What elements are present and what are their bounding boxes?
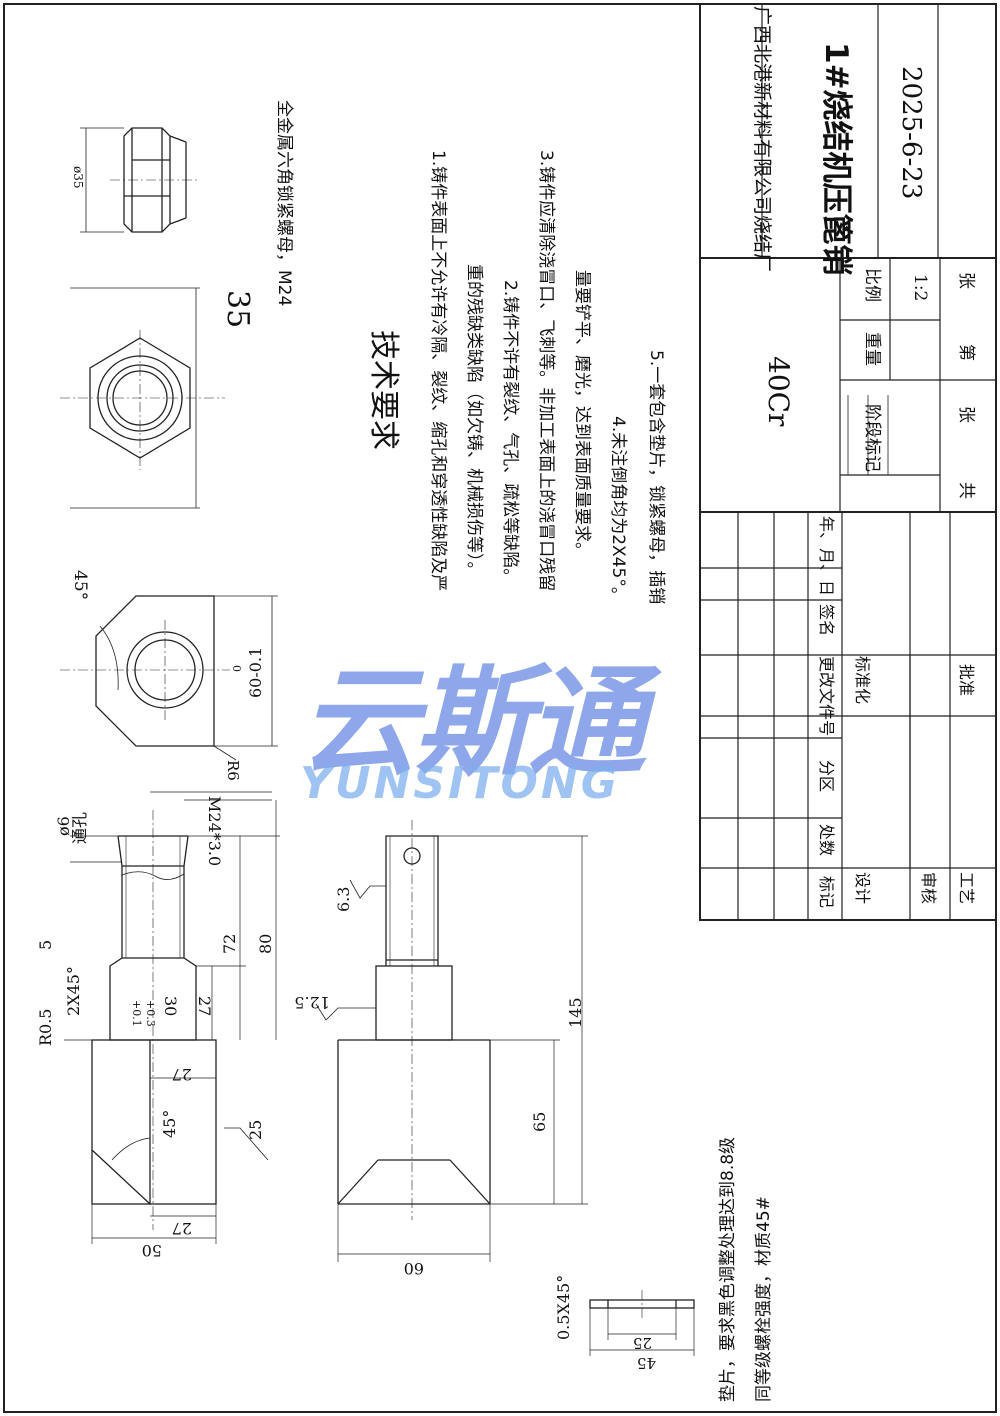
- dim-5: 5: [36, 939, 55, 950]
- nut-note: 全金属六角锁紧螺母，M24: [274, 100, 294, 307]
- dim-nut-af: 35: [220, 290, 255, 329]
- rev-col-zone: 分区: [817, 760, 836, 793]
- dim-width-60: 60-0.1: [246, 646, 265, 698]
- scale-value: 1:2: [910, 274, 930, 302]
- tech-req-line-2: 重的残缺类缺陷（如欠铸、机械损伤等）。: [464, 264, 484, 579]
- tech-req-line-7: 5.一套包含垫片，锁紧螺母，插销: [646, 350, 666, 605]
- scale-label: 比例: [862, 268, 882, 302]
- dim-r05: R0.5: [36, 1008, 55, 1047]
- rough-25: 25: [246, 1119, 265, 1140]
- tech-req-line-5: 量要铲平、磨光，达到表面质量要求。: [572, 270, 592, 559]
- dim-80: 80: [256, 933, 275, 954]
- nut-side-view: [80, 127, 200, 233]
- weight-label: 重量: [862, 332, 882, 366]
- page-label: 第: [956, 344, 976, 361]
- dim-30-tol-up: +0.3: [144, 1000, 157, 1027]
- dim-145: 145: [566, 997, 585, 1028]
- dim-width-60-tol: 0: [231, 665, 244, 672]
- tech-req-title: 技术要求: [366, 330, 401, 450]
- dim-angle-45-side: 45°: [160, 1109, 179, 1138]
- washer-view: [589, 1290, 695, 1356]
- approve-label: 批准: [957, 664, 976, 697]
- process-label: 工艺: [957, 872, 976, 905]
- head-end-view: [60, 595, 278, 761]
- rev-col-mark: 标记: [817, 876, 836, 909]
- dim-27a: 27: [195, 996, 214, 1017]
- tech-req-line-6: 4.未注倒角均为2X45°。: [608, 416, 628, 604]
- washer-note-2: 同等级螺栓强度，材质45#: [754, 1196, 774, 1402]
- page-sheet-label: 张: [956, 272, 976, 289]
- dim-hole-note: 通孔: [70, 811, 89, 844]
- dim-27c: 27: [171, 1219, 192, 1238]
- pin-front-view: [315, 820, 588, 1262]
- part-name: 1#烧结机压篦销: [818, 42, 854, 276]
- dim-60: 60: [403, 1259, 424, 1278]
- stage-label: 阶段标记: [862, 404, 882, 472]
- washer-note-1: 垫片，要求黑色调整处理达到8.8级: [718, 1136, 738, 1402]
- rev-col-docno: 更改文件号: [817, 656, 836, 737]
- dim-30-tol-dn: +0.1: [130, 1000, 143, 1027]
- drawing-date: 2025-6-23: [896, 66, 926, 200]
- dim-72: 72: [220, 933, 239, 954]
- nut-front-view: [60, 287, 225, 509]
- rev-col-date: 年、月、日: [817, 516, 836, 597]
- dim-angle-45-top: 45°: [70, 570, 90, 601]
- dim-washer-25: 25: [632, 1334, 652, 1352]
- title-block-frame: [699, 3, 997, 921]
- rough-6-3: 6.3: [334, 886, 353, 912]
- pin-side-view: [64, 791, 280, 1244]
- dim-washer-45: 45: [636, 1354, 656, 1372]
- dim-r6: R6: [224, 760, 242, 781]
- standardize-label: 标准化: [853, 656, 872, 705]
- total-label: 共: [956, 482, 976, 499]
- dim-nut-dia: ø35: [71, 166, 85, 189]
- dim-50: 50: [141, 1241, 162, 1260]
- sheet-label: 张: [956, 406, 976, 423]
- dim-27b: 27: [171, 1065, 192, 1084]
- review-label: 审核: [919, 872, 938, 905]
- dim-65: 65: [530, 1111, 549, 1132]
- company-name: 广西北港新材料有限公司烧结厂: [751, 6, 773, 273]
- tech-req-line-4: 3.铸件应清除浇冒口、飞刺等。非加工表面上的浇冒口残留: [536, 150, 556, 592]
- rev-col-sign: 签名: [817, 604, 836, 637]
- tech-req-line-3: 2.铸件不许有裂纹、气孔、疏松等缺陷。: [500, 280, 520, 586]
- design-label: 设计: [853, 872, 872, 905]
- rough-12-5: 12.5: [294, 993, 330, 1012]
- dim-chamfer: 2X45°: [64, 966, 83, 1016]
- material: 40Cr: [762, 356, 795, 427]
- rev-col-count: 处数: [817, 824, 836, 857]
- dim-30: 30: [161, 996, 180, 1017]
- dim-washer-chamfer: 0.5X45°: [554, 1274, 573, 1340]
- dim-thread: M24*3.0: [205, 796, 224, 867]
- tech-req-line-1: 1.铸件表面上不允许有冷隔、裂纹、缩孔和穿透性缺陷及严: [428, 150, 448, 592]
